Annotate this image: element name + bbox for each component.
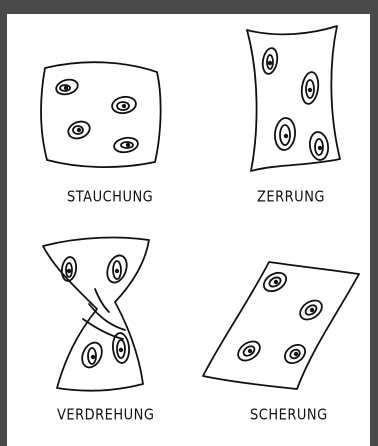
label-zerrung: ZERRUNG (257, 189, 325, 206)
cell-icon (66, 119, 92, 142)
cell-icon (104, 253, 130, 285)
cell-icon (261, 269, 290, 295)
cell-icon (111, 95, 137, 115)
scherung-shape (203, 262, 359, 389)
cell-icon (78, 339, 105, 370)
cell-icon (281, 341, 308, 367)
deformation-diagram (7, 14, 370, 446)
stauchung-shape (41, 62, 161, 167)
label-verdrehung: VERDREHUNG (57, 407, 155, 424)
cell-icon (297, 297, 326, 324)
diagram-sheet: STAUCHUNG ZERRUNG VERDREHUNG SCHERUNG (7, 14, 370, 446)
cell-icon (113, 136, 139, 154)
cell-icon (55, 77, 80, 96)
cell-icon (308, 131, 330, 161)
cell-icon (261, 47, 279, 75)
label-scherung: SCHERUNG (250, 407, 328, 424)
verdrehung-shape (43, 238, 149, 391)
zerrung-shape (247, 26, 340, 171)
label-stauchung: STAUCHUNG (67, 189, 153, 206)
cell-icon (300, 71, 320, 105)
cell-icon (60, 256, 77, 282)
cell-icon (274, 117, 297, 151)
cell-icon (235, 338, 264, 365)
cell-icon (112, 332, 131, 363)
